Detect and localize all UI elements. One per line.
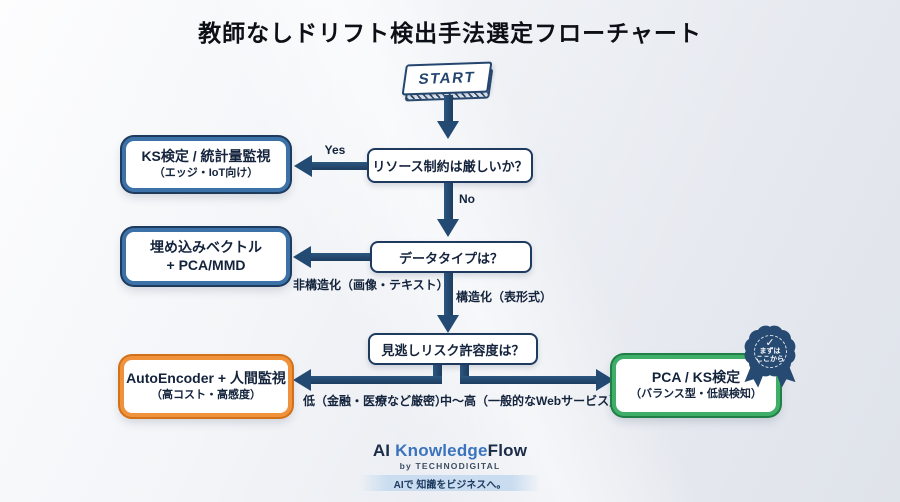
result-embedding-line1: 埋め込みベクトル <box>150 239 262 255</box>
decision-resource-constraint: リソース制約は厳しいか？ <box>367 148 533 183</box>
arrow-q1-to-ks-head <box>294 155 312 177</box>
arrow-start-to-q1-shaft <box>444 95 453 122</box>
decision-data-type: データタイプは？ <box>370 241 532 273</box>
footer-logo: AI KnowledgeFlow <box>0 441 900 461</box>
split-stub-left <box>433 365 442 378</box>
result-ks-subtitle: （エッジ・IoT向け） <box>153 166 259 179</box>
arrow-q2-to-embedding-shaft <box>311 253 370 261</box>
result-pca-subtitle: （バランス型・低誤検知） <box>630 387 762 400</box>
decision-risk-label: 見逃しリスク許容度は？ <box>381 342 525 358</box>
split-stub-right <box>460 365 469 378</box>
arrow-q2-to-q3-head <box>437 315 459 333</box>
result-pca-title: PCA / KS検定 <box>651 369 741 386</box>
edge-label-no: No <box>459 192 475 206</box>
edge-label-mid-high-risk: 中〜高（一般的なWebサービス） <box>440 394 622 408</box>
footer-logo-flow: Flow <box>487 441 528 460</box>
page-title: 教師なしドリフト検出手法選定フローチャート <box>198 20 702 46</box>
footer-byline: by TECHNODIGITAL <box>399 461 501 471</box>
result-autoencoder-human: AutoEncoder + 人間監視 （高コスト・高感度） <box>120 356 292 417</box>
recommended-badge: ✓ まずは ここから <box>741 322 799 388</box>
result-embedding-line2: + PCA/MMD <box>166 256 246 273</box>
badge-seal-core: ✓ まずは ここから <box>751 332 789 370</box>
start-node: START <box>401 61 493 96</box>
decision-risk-tolerance: 見逃しリスク許容度は？ <box>368 333 538 365</box>
edge-label-yes: Yes <box>324 143 346 157</box>
footer-tagline: AIで 知識をビジネスへ。 <box>393 479 507 491</box>
footer-logo-ai: AI <box>372 441 391 460</box>
edge-label-structured: 構造化（表形式） <box>456 290 553 304</box>
edge-label-low-risk: 低（金融・医療など厳密） <box>302 394 447 408</box>
arrow-start-to-q1-head <box>437 121 459 139</box>
result-ks-monitoring: KS検定 / 統計量監視 （エッジ・IoT向け） <box>122 137 290 192</box>
result-embedding-pca-mmd: 埋め込みベクトル + PCA/MMD <box>122 228 290 285</box>
badge-dashed-ring <box>753 334 787 368</box>
arrow-q2-to-q3-shaft <box>444 273 453 316</box>
arrow-q1-to-q2-shaft <box>444 183 453 220</box>
arrow-q3-to-pca-shaft <box>460 376 598 384</box>
edge-label-unstructured: 非構造化（画像・テキスト） <box>293 278 449 292</box>
arrow-q3-to-pca-head <box>596 369 614 391</box>
arrow-q1-to-q2-head <box>437 219 459 237</box>
result-ks-title: KS検定 / 統計量監視 <box>141 148 271 165</box>
arrow-q1-to-ks-shaft <box>311 162 367 170</box>
arrow-q3-to-autoencoder-head <box>293 369 311 391</box>
start-label: START <box>417 69 477 88</box>
footer-logo-knowledge: Knowledge <box>395 441 488 460</box>
decision-resource-label: リソース制約は厳しいか？ <box>372 159 528 174</box>
result-autoencoder-subtitle: （高コスト・高感度） <box>151 388 261 401</box>
footer-tagline-strip: AIで 知識をビジネスへ。 <box>360 475 540 491</box>
result-autoencoder-title: AutoEncoder + 人間監視 <box>126 370 286 387</box>
arrow-q3-to-autoencoder-shaft <box>311 376 442 384</box>
arrow-q2-to-embedding-head <box>293 246 311 268</box>
decision-data-type-label: データタイプは？ <box>398 250 503 266</box>
